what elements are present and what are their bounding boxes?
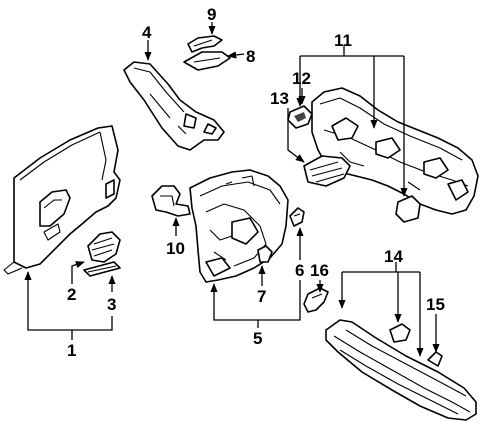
fastener-6 — [289, 207, 305, 227]
callout-1: 1 — [67, 341, 76, 360]
trim-cover — [87, 231, 121, 263]
leader-lines — [24, 22, 440, 357]
pad-12 — [287, 105, 313, 129]
callout-16: 16 — [310, 261, 329, 280]
cover-clip-14 — [389, 323, 411, 343]
callout-8: 8 — [246, 47, 255, 66]
callout-13: 13 — [270, 89, 289, 108]
left-quarter-trim-panel — [3, 125, 121, 275]
clip-8 — [183, 51, 231, 71]
hook-16 — [303, 287, 329, 313]
callout-9: 9 — [207, 5, 216, 24]
clip-7 — [257, 245, 273, 263]
callout-10: 10 — [166, 239, 185, 258]
speaker-grille-13 — [303, 155, 351, 187]
callout-2: 2 — [67, 285, 76, 304]
tray-bracket — [395, 195, 421, 223]
callout-7: 7 — [257, 287, 266, 306]
clip-9 — [187, 35, 223, 53]
callout-12: 12 — [292, 69, 311, 88]
callout-5: 5 — [253, 329, 262, 348]
bracket-10 — [151, 185, 191, 217]
callout-15: 15 — [426, 295, 445, 314]
package-tray-panel — [311, 87, 479, 215]
lamp-lens — [83, 261, 121, 277]
luggage-cover-shelf — [325, 319, 477, 421]
callout-labels: 1 2 3 4 5 6 7 8 9 10 11 12 13 14 15 16 — [67, 5, 445, 360]
cover-pin-15 — [427, 351, 443, 367]
rear-pillar-trim — [123, 61, 225, 151]
center-inner-quarter-panel — [189, 169, 289, 283]
callout-11: 11 — [334, 31, 352, 50]
callout-4: 4 — [142, 23, 152, 42]
callout-6: 6 — [295, 261, 304, 280]
callout-14: 14 — [384, 247, 403, 266]
callout-3: 3 — [107, 295, 116, 314]
